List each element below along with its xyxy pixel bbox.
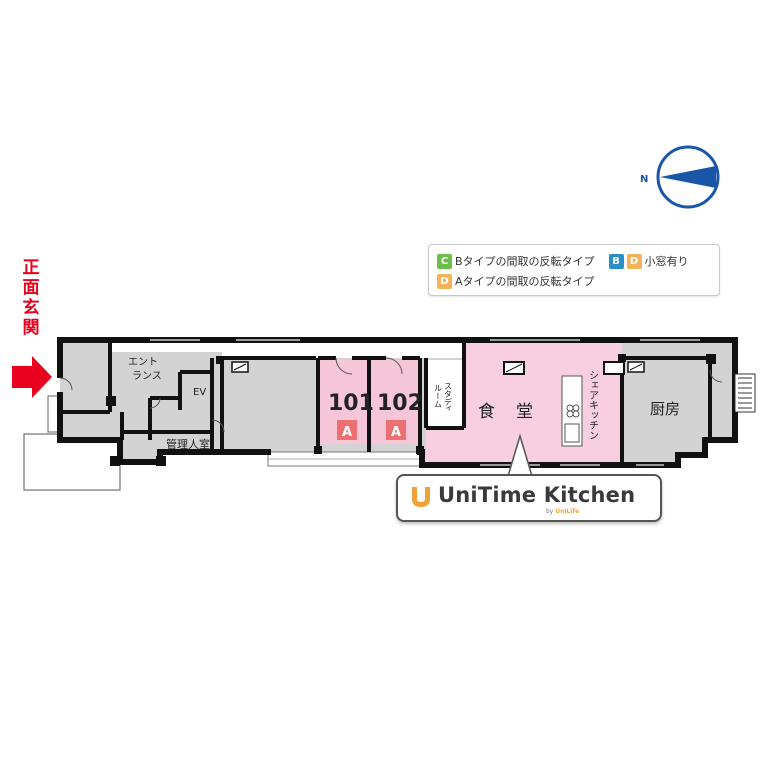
room-102-label: 102 xyxy=(377,391,423,416)
legend-row-1: C Bタイプの間取の反転タイプ B D 小窓有り xyxy=(437,253,689,269)
legend-row-2: D Aタイプの間取の反転タイプ xyxy=(437,273,595,289)
legend-text-c: Bタイプの間取の反転タイプ xyxy=(455,255,595,268)
study-room-label-3: ルーム xyxy=(434,384,443,408)
exterior-stairs xyxy=(734,373,756,413)
ev-label: EV xyxy=(193,387,206,398)
unitime-kitchen-logo: UniTime Kitchen by UniLife xyxy=(396,474,662,522)
dining-label-2: 堂 xyxy=(516,402,533,422)
manager-room-label: 管理人室 xyxy=(166,437,210,451)
share-kitchen-label: シェアキッチン xyxy=(587,370,598,440)
room-102-type-label: A xyxy=(391,425,401,440)
compass-north-label: N xyxy=(640,174,648,185)
legend-text-d: Aタイプの間取の反転タイプ xyxy=(455,275,595,288)
room-102-type-badge xyxy=(386,420,406,440)
room-101-type-label: A xyxy=(342,425,352,440)
dining-label-1: 食 xyxy=(478,402,495,422)
logo-brand-text: UniTime Kitchen xyxy=(438,483,636,507)
study-room-label-1: スタデ xyxy=(444,382,453,406)
windows xyxy=(150,339,700,466)
compass-icon: N xyxy=(640,145,720,209)
room-101-type-badge xyxy=(337,420,357,440)
legend-badge-d: D xyxy=(437,273,452,289)
kitchen-sink xyxy=(564,423,580,443)
doors xyxy=(59,357,723,433)
cup-icon xyxy=(412,487,430,507)
study-room-fill xyxy=(428,360,464,426)
columns xyxy=(106,354,716,466)
study-room-label-2: ィ xyxy=(444,404,453,412)
kitchen-label: 厨房 xyxy=(650,400,680,418)
interior-walls xyxy=(60,340,712,465)
external-porch xyxy=(23,433,121,491)
entrance-hall-label-2: ランス xyxy=(132,370,162,382)
room-101-label: 101 xyxy=(328,391,374,416)
main-entrance-label: 正面玄関 xyxy=(22,258,40,338)
legend-badge-c: C xyxy=(437,253,452,269)
vents xyxy=(231,361,645,375)
legend-text-small-window: 小窓有り xyxy=(644,255,689,268)
legend: C Bタイプの間取の反転タイプ B D 小窓有り D Aタイプの間取の反転タイプ xyxy=(428,244,720,296)
logo-by-line: by UniLife xyxy=(546,508,580,515)
entrance-hall-label-1: エント xyxy=(128,357,158,368)
legend-badge-d-small: D xyxy=(626,253,642,269)
entrance-arrow-icon xyxy=(12,356,52,398)
legend-badge-b: B xyxy=(608,253,624,269)
